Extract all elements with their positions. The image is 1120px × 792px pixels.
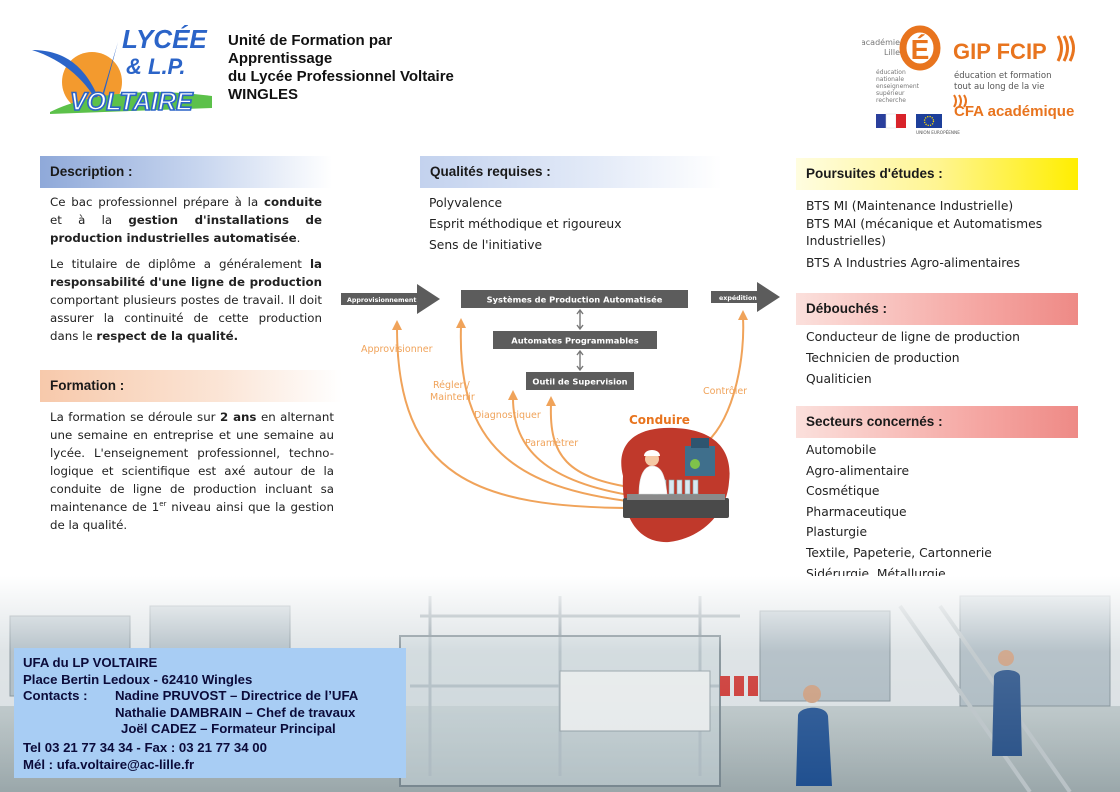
- orange-flow-arrows: [396, 317, 745, 509]
- label-regler: Régler /: [433, 380, 470, 391]
- secteur-item: Textile, Papeterie, Cartonnerie: [806, 545, 992, 560]
- title-line-4: WINGLES: [228, 86, 298, 103]
- secteur-item: Plasturgie: [806, 525, 868, 540]
- debouche-item: Technicien de production: [806, 351, 960, 365]
- logo-text-2: & L.P.: [126, 54, 186, 79]
- title-line-1: Unité de Formation par: [228, 32, 393, 49]
- logo-text-1: LYCÉE: [122, 24, 207, 54]
- secteurs-heading: Secteurs concernés :: [796, 406, 1078, 438]
- secteur-item: Agro-alimentaire: [806, 463, 910, 478]
- contact-person: Nadine PRUVOST – Directrice de l’UFA: [115, 688, 359, 704]
- gip-label: GIP FCIP: [953, 39, 1047, 64]
- production-diagram: Approvisionnement expédition Systèmes de…: [341, 282, 780, 543]
- contact-phone: Tel 03 21 77 34 34 - Fax : 03 21 77 34 0…: [23, 739, 267, 755]
- contacts-label: Contacts :: [23, 688, 88, 704]
- qualites-list: Polyvalence Esprit méthodique et rigoure…: [429, 193, 621, 256]
- box-systemes-production: Systèmes de Production Automatisée: [461, 290, 688, 308]
- page-title: Unité de Formation par Apprentissage du …: [228, 32, 528, 104]
- qualite-item: Sens de l'initiative: [429, 238, 543, 252]
- label-parametrer: Paramètrer: [525, 438, 578, 449]
- logo-text-3: VOLTAIRE: [70, 88, 194, 116]
- contact-org: UFA du LP VOLTAIRE: [23, 655, 158, 670]
- ministry-line-3: enseignement: [876, 83, 920, 90]
- eu-flag-icon: [916, 114, 942, 128]
- description-heading: Description :: [40, 156, 332, 188]
- qualites-heading: Qualités requises :: [420, 156, 722, 188]
- orange-arrowheads: [392, 310, 748, 406]
- contact-address: Place Bertin Ledoux - 62410 Wingles: [23, 671, 253, 687]
- secteur-item: Pharmaceutique: [806, 504, 907, 519]
- operator-illustration: [621, 427, 730, 543]
- academie-text: académie: [862, 37, 900, 47]
- description-paragraph-1: Ce bac professionnel prépare à la condui…: [50, 195, 323, 245]
- gip-sub-line-1: éducation et formation: [954, 70, 1051, 81]
- svg-text:Automates Programmables: Automates Programmables: [511, 336, 638, 346]
- ministry-line-5: recherche: [876, 97, 906, 104]
- ministry-line-4: supérieur: [876, 90, 905, 97]
- gip-sub-line-2: tout au long de la vie: [954, 82, 1045, 92]
- formation-paragraph: La formation se déroule sur 2 ans en alt…: [50, 410, 335, 532]
- eu-label: UNION EUROPÉENNE: [916, 130, 960, 135]
- poursuites-heading: Poursuites d'études :: [796, 158, 1078, 190]
- label-approvisionner: Approvisionner: [361, 344, 433, 355]
- secteur-item: Automobile: [806, 443, 877, 457]
- contact-person: Nathalie DAMBRAIN – Chef de travaux: [115, 704, 356, 720]
- gip-fcip-logo: académie Lille É GIP FCIP éducation nati…: [862, 25, 1075, 135]
- title-line-3: du Lycée Professionnel Voltaire: [228, 68, 454, 85]
- svg-text:É: É: [911, 34, 930, 65]
- label-conduire: Conduire: [629, 413, 690, 427]
- france-flag-icon: [876, 113, 906, 129]
- formation-heading: Formation :: [40, 370, 342, 402]
- expedition-arrow: expédition: [711, 282, 780, 312]
- ministry-line-2: nationale: [876, 76, 904, 83]
- poursuites-list: BTS MI (Maintenance Industrielle) BTS MA…: [806, 196, 1076, 273]
- contact-box: UFA du LP VOLTAIRE Place Bertin Ledoux -…: [14, 648, 406, 778]
- secteurs-list: Automobile Agro-alimentaire Cosmétique P…: [806, 440, 992, 584]
- voltaire-logo: LYCÉE & L.P. VOLTAIRE: [32, 24, 212, 117]
- label-diagnostiquer: Diagnostiquer: [474, 410, 541, 421]
- svg-text:expédition: expédition: [719, 294, 757, 302]
- svg-text:Systèmes de Production Automat: Systèmes de Production Automatisée: [487, 295, 663, 305]
- poursuite-item: BTS MI (Maintenance Industrielle): [806, 199, 1014, 213]
- secteur-item: Cosmétique: [806, 484, 880, 499]
- contact-person: Joël CADEZ – Formateur Principal: [121, 721, 336, 737]
- debouches-heading: Débouchés :: [796, 293, 1078, 325]
- description-paragraph-2: Le titulaire de diplôme a généralement l…: [50, 257, 322, 343]
- title-line-2: Apprentissage: [228, 50, 333, 67]
- svg-text:Approvisionnement: Approvisionnement: [347, 297, 416, 304]
- qualite-item: Esprit méthodique et rigoureux: [429, 217, 622, 231]
- box-supervision: Outil de Supervision: [526, 372, 634, 390]
- ministry-line-1: éducation: [876, 69, 906, 76]
- debouche-item: Conducteur de ligne de production: [806, 330, 1020, 344]
- double-arrow-icon: [576, 349, 584, 372]
- qualite-item: Polyvalence: [429, 196, 503, 210]
- poursuite-item: BTS A Industries Agro-alimentaires: [806, 256, 1021, 270]
- contact-email-link[interactable]: Mél : ufa.voltaire@ac-lille.fr: [23, 756, 195, 772]
- svg-text:Outil de Supervision: Outil de Supervision: [532, 377, 627, 387]
- debouche-item: Qualiticien: [806, 372, 872, 386]
- box-automates: Automates Programmables: [493, 331, 657, 349]
- debouches-list: Conducteur de ligne de production Techni…: [806, 327, 1020, 390]
- label-controler: Contrôler: [703, 386, 747, 397]
- cfa-label: CFA académique: [954, 103, 1074, 120]
- label-maintenir: Maintenir: [430, 392, 475, 403]
- lille-text: Lille: [884, 48, 900, 57]
- double-arrow-icon: [576, 308, 584, 331]
- approvisionnement-arrow: Approvisionnement: [341, 284, 440, 314]
